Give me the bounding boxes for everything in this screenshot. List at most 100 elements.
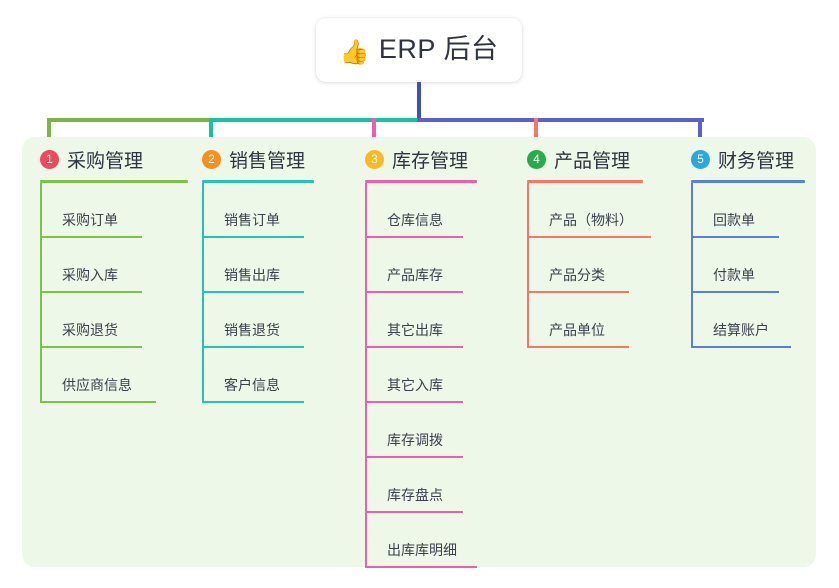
leaf-item-rule	[365, 511, 463, 513]
column-title-2: 销售管理	[229, 150, 306, 172]
column-title-5: 财务管理	[718, 150, 795, 172]
column-header-3[interactable]: 3 库存管理	[365, 145, 477, 173]
leaf-item-rule	[202, 401, 304, 403]
leaf-item[interactable]: 库存盘点	[365, 458, 477, 513]
leaf-item-label: 销售订单	[224, 212, 280, 228]
column-2: 2 销售管理销售订单销售出库销售退货客户信息	[202, 145, 314, 403]
leaf-item[interactable]: 销售出库	[202, 238, 314, 293]
leaf-item-label: 采购入库	[62, 267, 118, 283]
connector-stem-5	[698, 118, 702, 140]
leaf-item[interactable]: 采购入库	[40, 238, 188, 293]
leaf-spine-4	[527, 183, 529, 348]
column-underline-4	[527, 180, 643, 183]
leaf-item[interactable]: 供应商信息	[40, 348, 188, 403]
leaf-item[interactable]: 其它入库	[365, 348, 477, 403]
leaf-item[interactable]: 销售退货	[202, 293, 314, 348]
leaf-item-label: 结算账户	[713, 322, 769, 338]
leaf-list-4: 产品（物料） 产品分类产品单位	[527, 183, 651, 348]
column-badge-2: 2	[202, 149, 221, 169]
column-underline-5	[691, 180, 805, 183]
leaf-item-rule	[202, 291, 304, 293]
leaf-list-2: 销售订单销售出库销售退货客户信息	[202, 183, 314, 403]
leaf-item-rule	[365, 401, 463, 403]
leaf-item-label: 销售出库	[224, 267, 280, 283]
leaf-item[interactable]: 库存调拨	[365, 403, 477, 458]
leaf-item-rule	[365, 566, 477, 568]
leaf-item[interactable]: 产品分类	[527, 238, 643, 293]
thumbs-up-icon: 👍	[339, 38, 370, 66]
leaf-item-rule	[365, 291, 463, 293]
leaf-item-rule	[40, 401, 156, 403]
leaf-item[interactable]: 其它出库	[365, 293, 477, 348]
branches-panel	[22, 137, 816, 567]
leaf-item-label: 销售退货	[224, 322, 280, 338]
column-badge-4: 4	[527, 149, 546, 169]
root-title-card[interactable]: 👍 ERP 后台	[316, 18, 522, 82]
connector-stem-3	[372, 118, 376, 140]
leaf-item-label: 仓库信息	[387, 212, 443, 228]
leaf-spine-3	[365, 183, 367, 568]
column-title-4: 产品管理	[554, 150, 631, 172]
leaf-item-label: 产品（物料）	[549, 212, 633, 228]
leaf-item-label: 其它入库	[387, 377, 443, 393]
column-badge-3: 3	[365, 149, 384, 169]
leaf-item-label: 其它出库	[387, 322, 443, 338]
column-header-2[interactable]: 2 销售管理	[202, 145, 314, 173]
leaf-item-label: 产品分类	[549, 267, 605, 283]
leaf-item-rule	[691, 346, 791, 348]
column-3: 3 库存管理仓库信息产品库存其它出库其它入库库存调拨库存盘点出库库明细	[365, 145, 477, 568]
leaf-item[interactable]: 产品库存	[365, 238, 477, 293]
leaf-item[interactable]: 客户信息	[202, 348, 314, 403]
connector-bar-left	[49, 118, 211, 122]
leaf-spine-5	[691, 183, 693, 348]
column-header-4[interactable]: 4 产品管理	[527, 145, 643, 173]
column-badge-5: 5	[691, 149, 710, 169]
leaf-item-label: 客户信息	[224, 377, 280, 393]
column-underline-2	[202, 180, 314, 183]
leaf-item[interactable]: 采购订单	[40, 183, 188, 238]
leaf-item[interactable]: 采购退货	[40, 293, 188, 348]
column-header-5[interactable]: 5 财务管理	[691, 145, 805, 173]
leaf-list-1: 采购订单采购入库采购退货供应商信息	[40, 183, 188, 403]
column-title-3: 库存管理	[392, 150, 469, 172]
leaf-item-rule	[202, 346, 304, 348]
connector-stem-1	[47, 118, 51, 140]
leaf-item-label: 出库库明细	[387, 542, 457, 558]
column-badge-1: 1	[40, 149, 59, 169]
leaf-item[interactable]: 产品（物料）	[527, 183, 651, 238]
leaf-item[interactable]: 付款单	[691, 238, 805, 293]
column-underline-1	[40, 180, 188, 183]
column-5: 5 财务管理回款单付款单结算账户	[691, 145, 805, 348]
leaf-item-rule	[202, 236, 304, 238]
connector-stem-4	[534, 118, 538, 140]
leaf-item-label: 供应商信息	[62, 377, 132, 393]
leaf-item-rule	[527, 291, 629, 293]
leaf-item-label: 回款单	[713, 212, 755, 228]
page-title: 👍 ERP 后台	[339, 33, 499, 66]
leaf-item-label: 付款单	[713, 267, 755, 283]
leaf-item[interactable]: 产品单位	[527, 293, 643, 348]
leaf-item-rule	[40, 291, 142, 293]
leaf-item-rule	[527, 346, 629, 348]
root-connector-stem	[417, 82, 421, 122]
root-title-text: ERP 后台	[378, 33, 499, 64]
leaf-item-label: 采购订单	[62, 212, 118, 228]
leaf-item-rule	[691, 236, 779, 238]
leaf-item[interactable]: 结算账户	[691, 293, 805, 348]
leaf-item-rule	[40, 346, 142, 348]
column-underline-3	[365, 180, 477, 183]
leaf-item-label: 产品单位	[549, 322, 605, 338]
leaf-item[interactable]: 销售订单	[202, 183, 314, 238]
leaf-item[interactable]: 出库库明细	[365, 513, 477, 568]
leaf-item-label: 库存盘点	[387, 487, 443, 503]
leaf-item-rule	[691, 291, 779, 293]
leaf-item-rule	[527, 236, 651, 238]
leaf-spine-1	[40, 183, 42, 403]
connector-bar-mid	[211, 118, 419, 122]
leaf-item[interactable]: 回款单	[691, 183, 805, 238]
leaf-list-3: 仓库信息产品库存其它出库其它入库库存调拨库存盘点出库库明细	[365, 183, 477, 568]
connector-stem-2	[209, 118, 213, 140]
leaf-item[interactable]: 仓库信息	[365, 183, 477, 238]
leaf-item-rule	[365, 236, 463, 238]
